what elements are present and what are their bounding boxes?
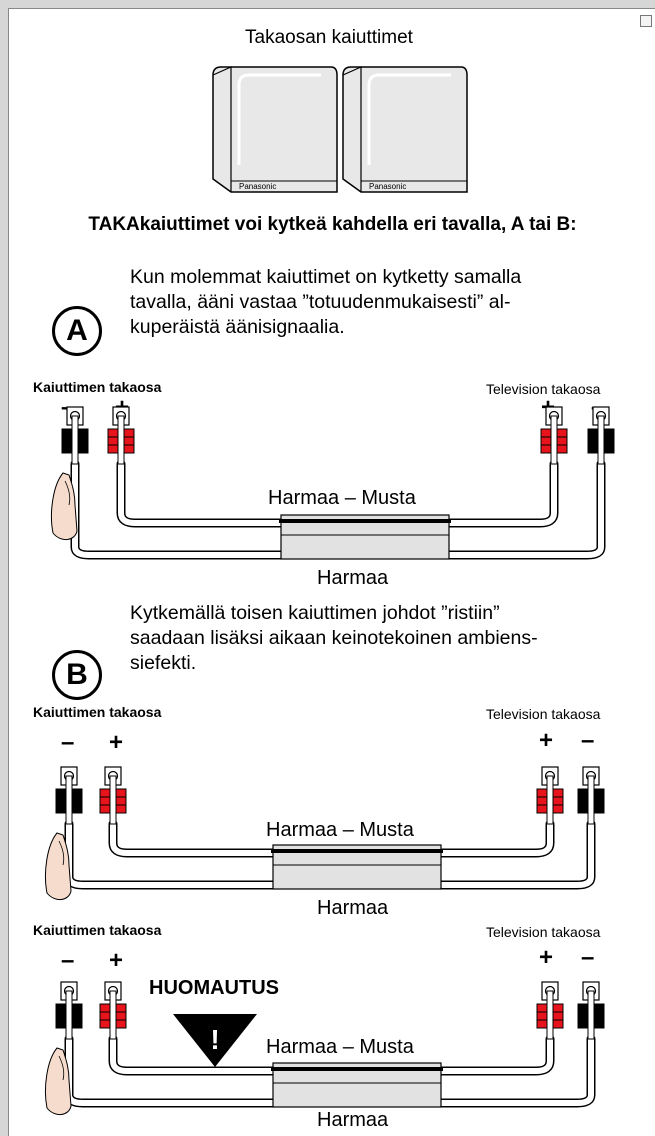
speaker-right <box>342 66 468 193</box>
diagram-b-tv-terminal-plus-stem <box>546 775 554 825</box>
diagram-c-speaker-terminal-plus-stem <box>109 990 117 1040</box>
diagram-a-speaker-terminal-plus-stem <box>117 415 125 465</box>
speaker-minus: – <box>61 947 75 974</box>
speaker-plus: + <box>109 729 124 756</box>
cable-top-label: Harmaa – Musta <box>268 487 416 509</box>
diagram-a-hand <box>50 472 78 540</box>
cable-bottom-label: Harmaa <box>317 897 389 919</box>
corner-mark <box>640 15 652 27</box>
speaker-minus: – <box>61 729 75 756</box>
diagram-b-tv-terminal-minus-stem <box>587 775 595 825</box>
cable-top-label: Harmaa – Musta <box>266 819 414 841</box>
diagram-b-hand-finger <box>58 840 65 866</box>
diagram-a-wire-plus-outline <box>116 459 559 528</box>
option-b-line-3: siefekti. <box>130 652 197 674</box>
speaker-back-label: Kaiuttimen takaosa <box>33 922 162 938</box>
speaker-brand-right: Panasonic <box>369 182 407 191</box>
manual-page: Takaosan kaiuttimet Panasonic Panasonic … <box>8 8 655 1136</box>
tv-minus: – <box>581 727 595 754</box>
notice-triangle <box>173 1014 257 1067</box>
diagram-a-tv-terminal-plus-stem <box>550 415 558 465</box>
option-b-line-2: saadaan lisäksi aikaan keinotekoinen amb… <box>130 627 538 649</box>
diagram-b-hand <box>44 832 72 900</box>
option-a-text: Kun molemmat kaiuttimet on kytketty sama… <box>130 265 640 340</box>
speaker-back-label: Kaiuttimen takaosa <box>33 379 162 395</box>
option-a-line-1: Kun molemmat kaiuttimet on kytketty sama… <box>130 266 522 288</box>
speaker-back-label: Kaiuttimen takaosa <box>33 704 162 720</box>
illustration-layer <box>212 66 468 193</box>
cable-bottom-label: Harmaa <box>317 1109 389 1131</box>
tv-plus: + <box>539 727 554 754</box>
tv-back-label: Television takaosa <box>486 706 601 722</box>
diagram-c-tv-terminal-plus-stem <box>546 990 554 1040</box>
diagram-a-speaker-terminal-minus-stem <box>71 415 79 465</box>
notice-symbol: ! <box>210 1024 219 1055</box>
option-a-marker: A <box>52 306 102 356</box>
tv-back-label: Television takaosa <box>486 381 601 397</box>
diagram-c-tv-terminal-minus-stem <box>587 990 595 1040</box>
tv-minus: – <box>581 944 595 971</box>
diagram-c-hand-finger <box>58 1055 65 1081</box>
speaker-plus: + <box>109 947 124 974</box>
diagram-a-hand-finger <box>64 480 71 506</box>
speaker-brand-left: Panasonic <box>239 182 277 191</box>
option-a-line-2: tavalla, ääni vastaa ”totuudenmukaisesti… <box>130 291 511 313</box>
option-a-line-3: kuperäistä äänisignaalia. <box>130 316 345 338</box>
tv-back-label: Television takaosa <box>486 924 601 940</box>
notice-label: HUOMAUTUS <box>149 977 279 999</box>
diagram-a-wire-plus-core <box>118 461 557 526</box>
diagram-c-hand <box>44 1047 72 1115</box>
speakers-title: Takaosan kaiuttimet <box>245 27 413 48</box>
cable-bottom-label: Harmaa <box>317 567 389 589</box>
diagram-a-tv-terminal-minus-stem <box>597 415 605 465</box>
cable-top-label: Harmaa – Musta <box>266 1036 414 1058</box>
heading: TAKAkaiuttimet voi kytkeä kahdella eri t… <box>88 214 577 235</box>
option-b-text: Kytkemällä toisen kaiuttimen johdot ”ris… <box>130 601 640 676</box>
option-b-line-1: Kytkemällä toisen kaiuttimen johdot ”ris… <box>130 602 500 624</box>
wiring-diagrams: ! <box>44 406 615 1115</box>
diagram-b-speaker-terminal-minus-stem <box>65 775 73 825</box>
diagram-b-speaker-terminal-plus-stem <box>109 775 117 825</box>
diagram-c-speaker-terminal-minus-stem <box>65 990 73 1040</box>
speaker-left <box>212 66 338 193</box>
option-b-marker: B <box>52 650 102 700</box>
tv-plus: + <box>539 944 554 971</box>
